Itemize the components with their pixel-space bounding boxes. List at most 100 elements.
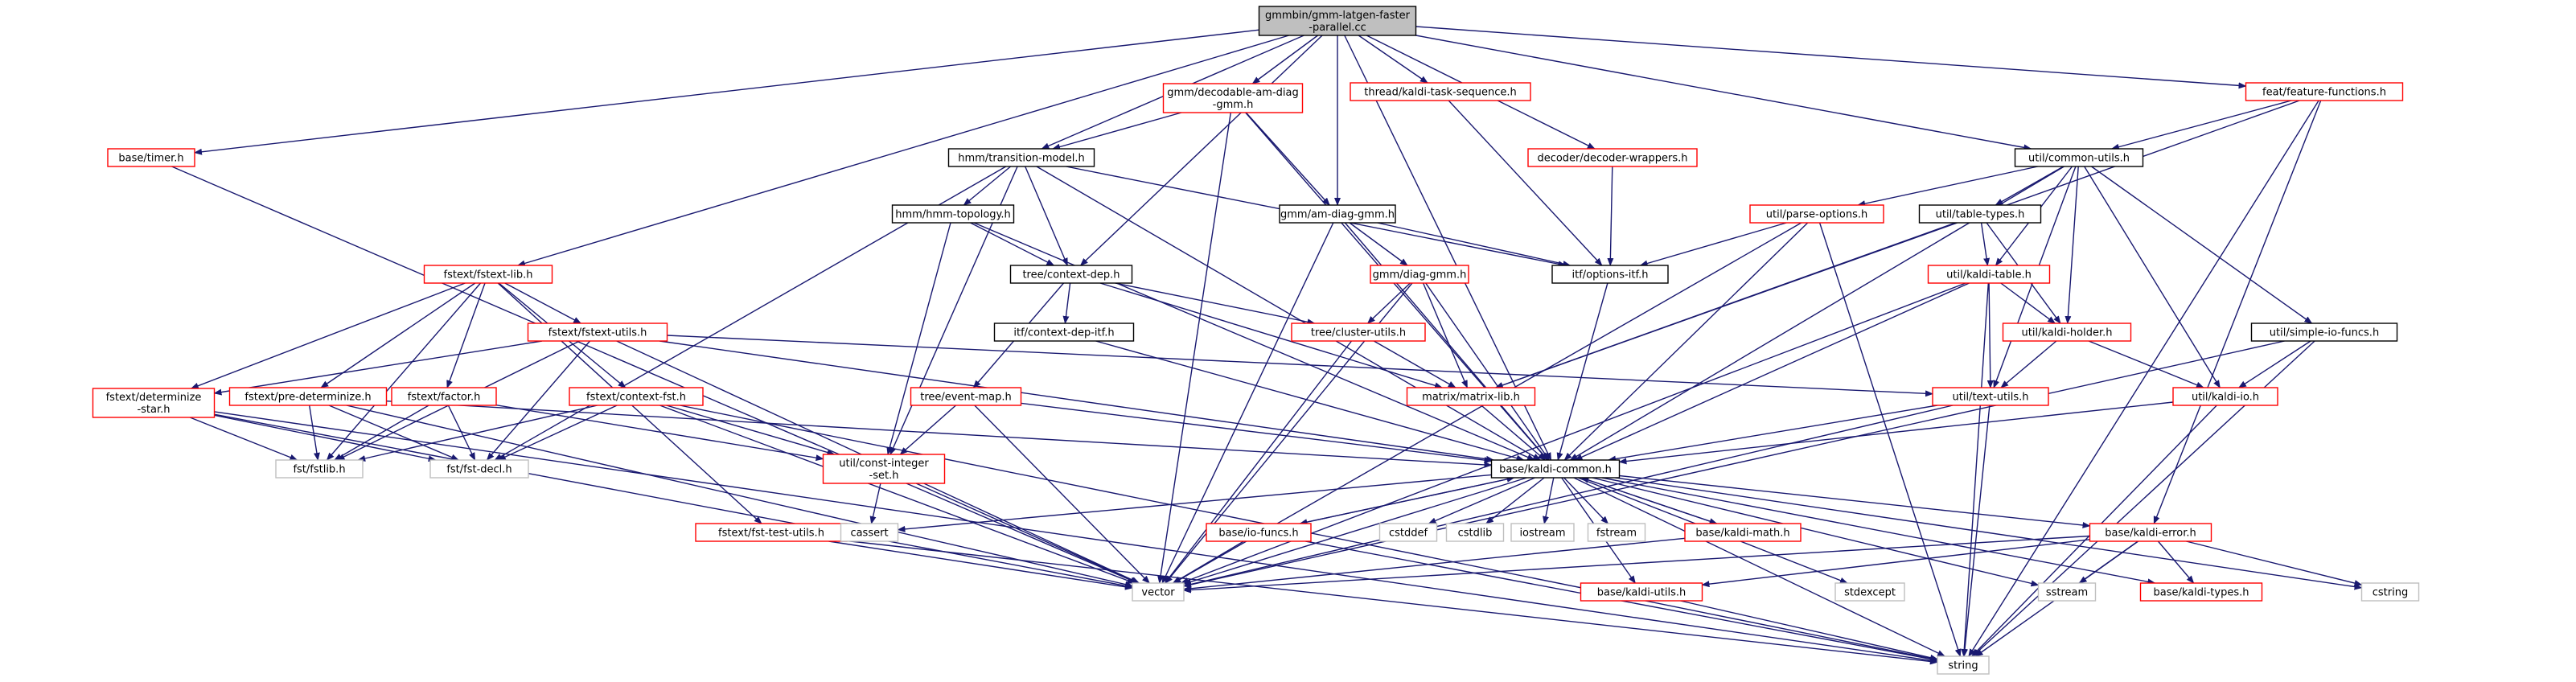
node-label: -set.h [869,470,899,482]
node-matrix-lib[interactable]: matrix/matrix-lib.h [1406,387,1536,406]
node-util-cis[interactable]: util/const-integer-set.h [822,454,946,484]
edge-fstext_utils-to-base_common [659,340,1494,462]
node-gmm-amdiag[interactable]: gmm/am-diag-gmm.h [1279,204,1396,224]
node-util-kio[interactable]: util/kaldi-io.h [2172,387,2278,406]
node-label: fstext/factor.h [408,392,481,404]
node-fstext-factor[interactable]: fstext/factor.h [391,387,497,406]
node-label: cassert [850,528,888,540]
node-feat-ff[interactable]: feat/feature-functions.h [2245,82,2404,101]
edge-fstext_ftu-to-vector [828,540,1133,590]
node-hmm-tm[interactable]: hmm/transition-model.h [947,148,1095,167]
node-box [1587,523,1646,542]
edge-gmm_amdiag-to-base_common [1344,222,1549,461]
node-base-iofuncs[interactable]: base/io-funcs.h [1206,523,1312,542]
node-label: base/kaldi-math.h [1695,528,1789,540]
node-hmm-topo[interactable]: hmm/hmm-topology.h [891,204,1015,224]
edge-util_common-to-util_parse [1857,166,2038,207]
edge-tree_em-to-util_cis [899,405,956,455]
node-box [1527,148,1698,167]
node-label: gmm/decodable-am-diag [1167,87,1298,99]
node-vector: vector [1132,582,1185,602]
node-util-kaldi-table[interactable]: util/kaldi-table.h [1927,265,2051,284]
node-box [2245,82,2404,101]
edge-util_kaldi_table-to-string [1961,282,1989,657]
edge-tree_cd-to-tree_cluster [1115,282,1316,326]
node-itf-options[interactable]: itf/options-itf.h [1551,265,1669,284]
edge-hmm_tm-to-tree_cd [1025,166,1068,266]
edge-tree_cluster-to-matrix_lib [1373,340,1456,388]
edge-fstext_utils-to-util_text [667,335,1933,397]
node-gmm-decodable[interactable]: gmm/decodable-am-diag-gmm.h [1162,83,1304,113]
node-label: tree/context-dep.h [1022,269,1120,281]
node-tree-cluster[interactable]: tree/cluster-utils.h [1291,323,1426,342]
edge-fstext_det-to-string [214,411,1938,664]
node-label: fstext/fstext-utils.h [548,327,647,339]
edge-fstext_det-to-fst_decl [214,414,437,462]
edge-root-to-fstext_lib [516,35,1289,267]
node-label: hmm/transition-model.h [958,153,1084,165]
node-util-parse[interactable]: util/parse-options.h [1749,204,1884,224]
node-fst-decl: fst/fst-decl.h [429,459,529,479]
node-label: cstring [2373,587,2408,599]
node-base-utils[interactable]: base/kaldi-utils.h [1580,582,1703,602]
node-util-common[interactable]: util/common-utils.h [2014,148,2144,167]
edge-util_common-to-util_kaldi_holder [2064,166,2079,324]
node-label: -star.h [137,404,170,416]
edge-matrix_lib-to-base_common [1481,405,1546,461]
edge-util_kaldi_holder-to-util_text [2000,340,2057,388]
file-nodes: gmmbin/gmm-latgen-faster-parallel.ccbase… [92,6,2420,675]
edge-base_iofuncs-to-base_common [1300,475,1515,524]
node-fstext-lib[interactable]: fstext/fstext-lib.h [423,265,553,284]
node-fstext-predet[interactable]: fstext/pre-determinize.h [228,387,388,406]
edge-base_iofuncs-to-vector [1172,540,1244,584]
node-label: tree/event-map.h [920,392,1012,404]
edge-fstext_factor-to-fst_fstlib [334,405,429,461]
node-util-sio[interactable]: util/simple-io-funcs.h [2250,323,2398,342]
node-base-error[interactable]: base/kaldi-error.h [2089,523,2212,542]
node-fstext-utils[interactable]: fstext/fstext-utils.h [527,323,668,342]
edge-util_cis-to-cassert [869,483,881,524]
node-box [1162,83,1304,113]
node-base-common[interactable]: base/kaldi-common.h [1490,459,1621,479]
node-label: gmm/diag-gmm.h [1373,269,1467,281]
node-label: fst/fstlib.h [293,464,345,476]
node-util-kaldi-holder[interactable]: util/kaldi-holder.h [2002,323,2132,342]
node-itf-cdi[interactable]: itf/context-dep-itf.h [993,323,1135,342]
node-box [2014,148,2144,167]
node-base-timer[interactable]: base/timer.h [107,148,195,167]
node-label: decoder/decoder-wrappers.h [1537,153,1687,165]
node-label: fstext/determinize [106,392,202,404]
node-tree-cd[interactable]: tree/context-dep.h [1009,265,1133,284]
node-util-text[interactable]: util/text-utils.h [1932,387,2049,406]
node-box [822,454,946,484]
edge-gmm_amdiag-to-itf_options [1377,222,1571,267]
edge-base_error-to-vector [1183,535,2090,594]
edge-fstext_cfst-to-fst_decl [497,405,618,461]
node-base-math[interactable]: base/kaldi-math.h [1684,523,1802,542]
node-label: hmm/hmm-topology.h [895,209,1011,221]
node-label: util/simple-io-funcs.h [2270,327,2379,339]
edge-gmm_decodable-to-hmm_tm [1052,112,1182,150]
node-thread-kts[interactable]: thread/kaldi-task-sequence.h [1350,82,1531,101]
edge-tree_cluster-to-vector [1164,340,1353,584]
node-box [1510,523,1575,542]
node-cstring: cstring [2360,582,2420,602]
node-tree-em[interactable]: tree/event-map.h [910,387,1022,406]
node-gmm-diaggmm[interactable]: gmm/diag-gmm.h [1370,265,1469,284]
edge-base_error-to-cstring [2186,540,2363,586]
edge-gmm_diaggmm-to-base_common [1425,282,1550,461]
node-box [228,387,388,406]
node-fstext-cfst[interactable]: fstext/context-fst.h [569,387,704,406]
node-box [1684,523,1802,542]
edge-tree_em-to-base_common [1021,402,1493,464]
node-util-tabletypes[interactable]: util/table-types.h [1918,204,2042,224]
node-label: fstext/fst-test-utils.h [718,528,824,540]
node-fstext-ftu[interactable]: fstext/fst-test-utils.h [695,523,848,542]
node-base-types[interactable]: base/kaldi-types.h [2139,582,2263,602]
node-label: -gmm.h [1213,99,1254,111]
node-decoder-wrappers[interactable]: decoder/decoder-wrappers.h [1527,148,1698,167]
edge-util_sio-to-vector [1183,340,2285,588]
edge-fstext_cfst-to-fst_fstlib [357,405,598,462]
node-box [429,459,529,479]
node-fstext-det[interactable]: fstext/determinize-star.h [92,388,216,418]
